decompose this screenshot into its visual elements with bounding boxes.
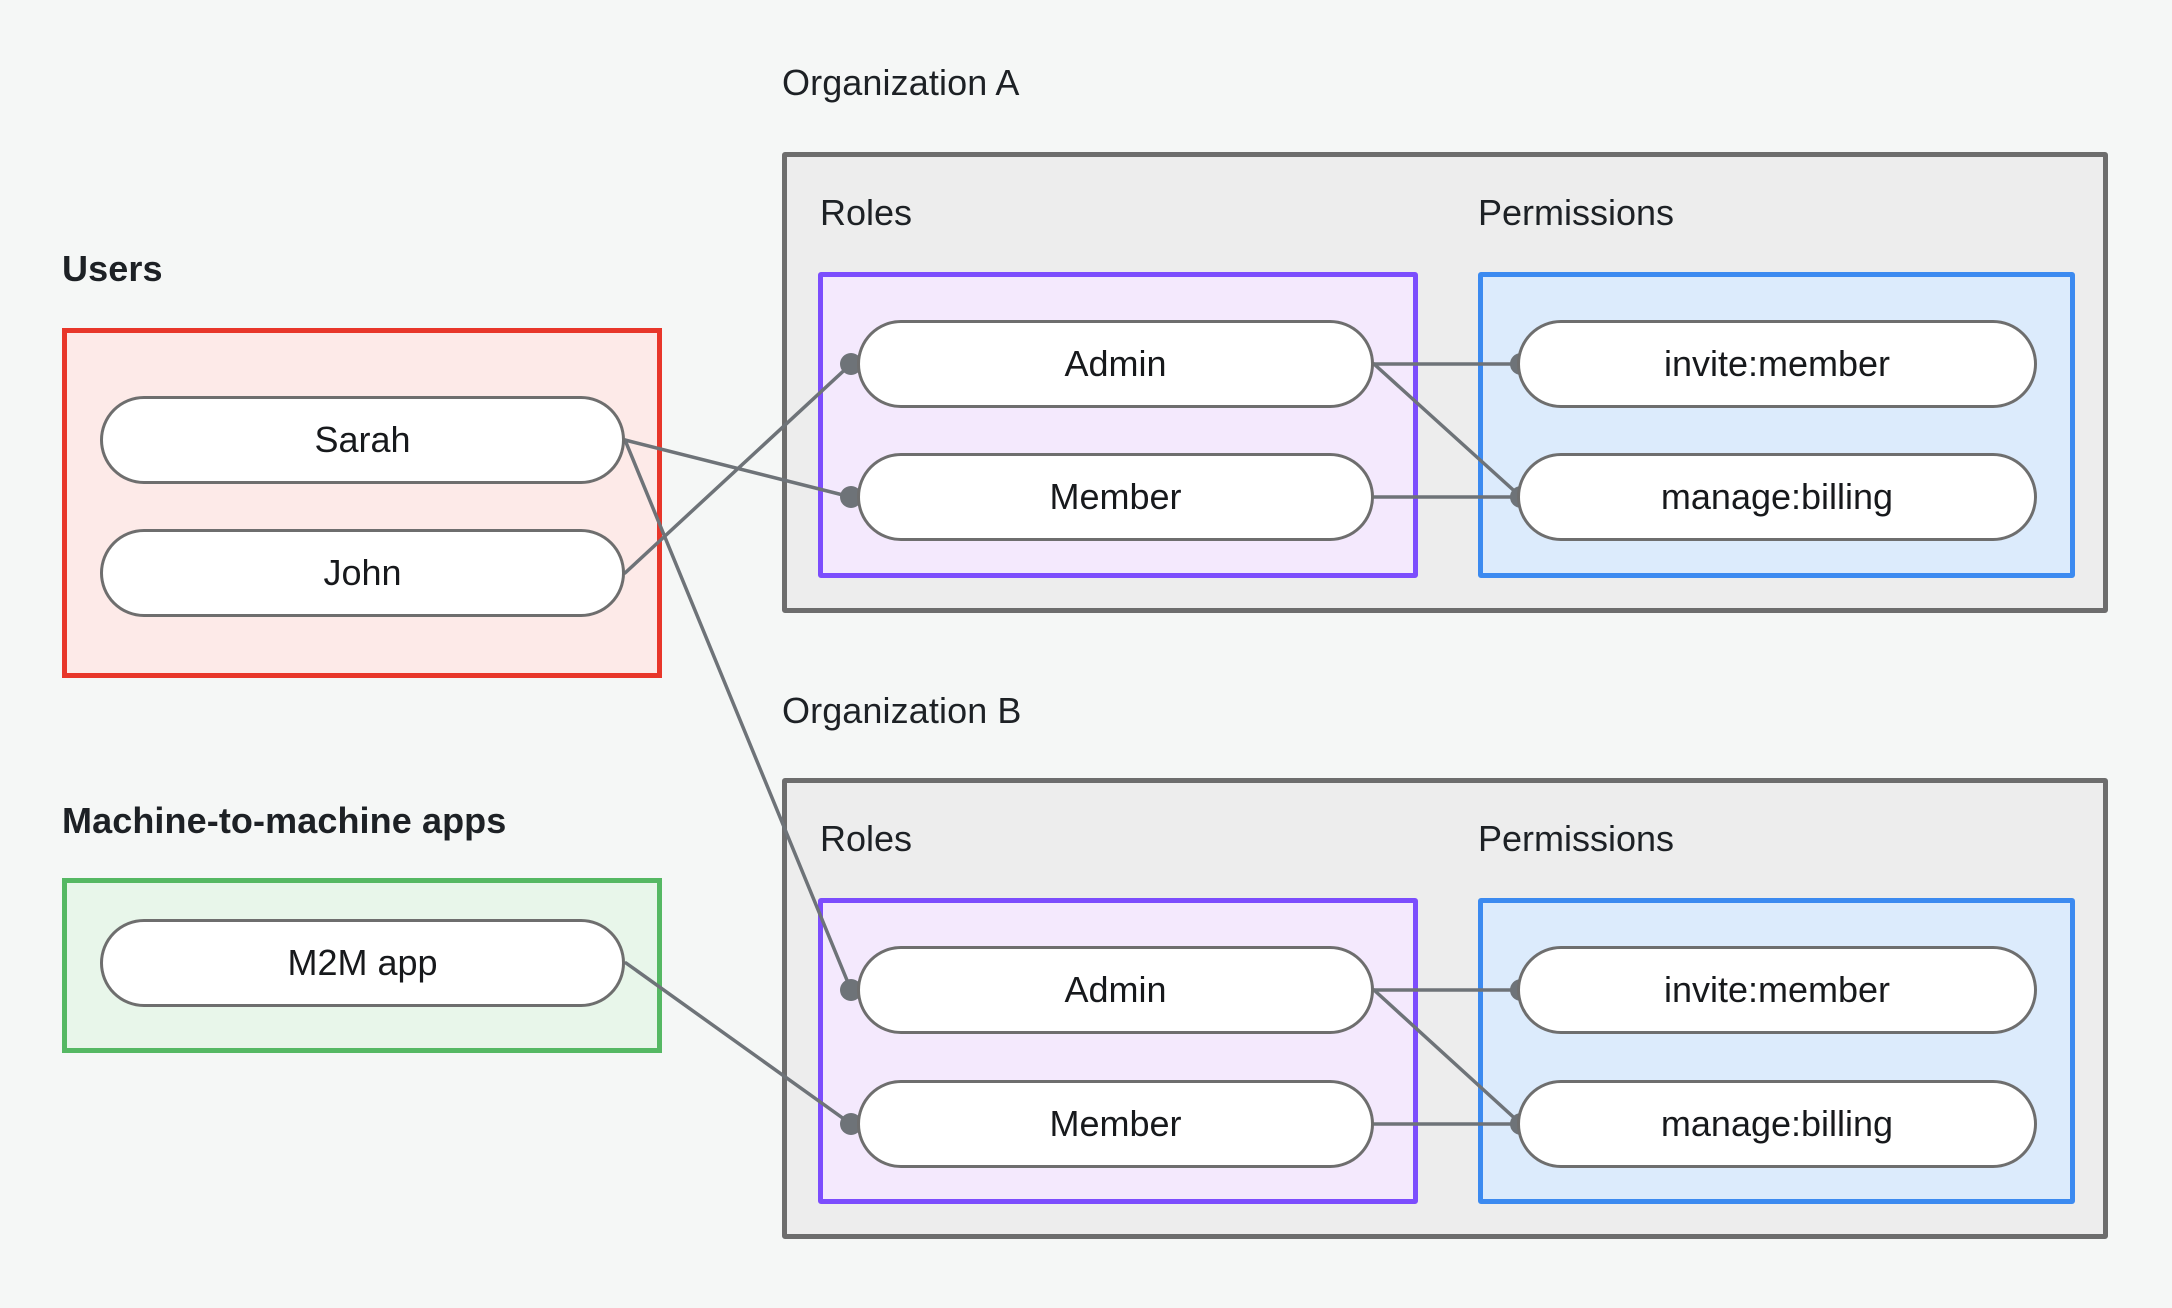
organization-b-caption: Organization B: [782, 690, 1022, 731]
organization-a-permission-pill-invite-member[interactable]: invite:member: [1517, 320, 2037, 408]
m2m-section-caption: Machine-to-machine apps: [62, 800, 507, 841]
users-group-box: [62, 328, 662, 678]
organization-b-role-pill-member[interactable]: Member: [857, 1080, 1374, 1168]
organization-b-roles-heading: Roles: [820, 818, 913, 859]
user-pill-john[interactable]: John: [100, 529, 625, 617]
organization-a-roles-heading: Roles: [820, 192, 913, 233]
organization-a-caption: Organization A: [782, 62, 1020, 103]
organization-a-permissions-heading: Permissions: [1478, 192, 1675, 233]
organization-b-permissions-heading: Permissions: [1478, 818, 1675, 859]
organization-a-permission-pill-manage-billing[interactable]: manage:billing: [1517, 453, 2037, 541]
user-pill-sarah[interactable]: Sarah: [100, 396, 625, 484]
organization-b-permission-pill-manage-billing[interactable]: manage:billing: [1517, 1080, 2037, 1168]
organization-b-permission-pill-invite-member[interactable]: invite:member: [1517, 946, 2037, 1034]
organization-b-role-pill-admin[interactable]: Admin: [857, 946, 1374, 1034]
organization-a-role-pill-member[interactable]: Member: [857, 453, 1374, 541]
m2m-pill-app[interactable]: M2M app: [100, 919, 625, 1007]
organization-a-role-pill-admin[interactable]: Admin: [857, 320, 1374, 408]
users-section-caption: Users: [62, 248, 163, 289]
